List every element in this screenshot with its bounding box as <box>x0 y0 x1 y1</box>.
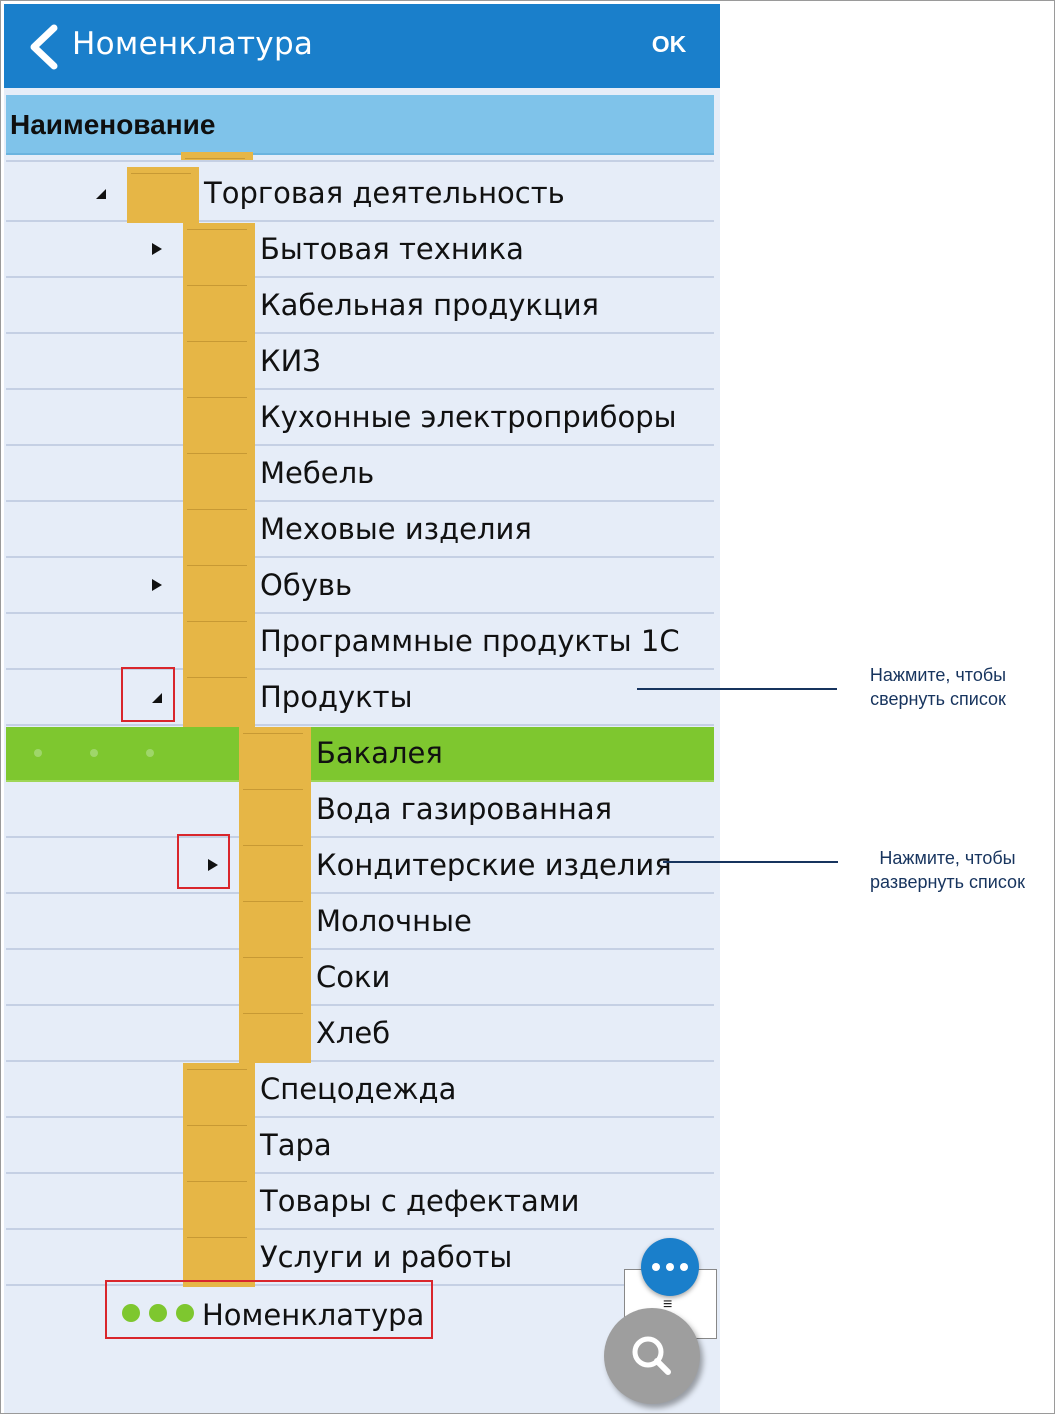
folder-icon <box>183 1175 255 1231</box>
tree-row[interactable]: Торговая деятельность <box>6 167 714 223</box>
expand-annotation: Нажмите, чтобы развернуть список <box>870 848 1025 892</box>
tree-row-label: Услуги и работы <box>260 1240 513 1274</box>
tree-row[interactable]: Кондитерские изделия <box>6 839 714 895</box>
tree-row-label: Программные продукты 1С <box>260 624 680 658</box>
tree-row[interactable]: Вода газированная <box>6 783 714 839</box>
tree-row-label: Спецодежда <box>260 1072 457 1106</box>
tree-row[interactable]: Обувь <box>6 559 714 615</box>
folder-icon <box>183 279 255 335</box>
folder-icon <box>183 223 255 279</box>
tree-row-label: Меховые изделия <box>260 512 532 546</box>
search-button[interactable] <box>604 1308 700 1404</box>
tree-row[interactable]: Молочные <box>6 895 714 951</box>
tree-row-label: Вода газированная <box>316 792 613 826</box>
folder-icon <box>181 152 253 160</box>
top-app-bar: Номенклатура OK <box>4 4 720 88</box>
collapse-triangle-icon[interactable] <box>94 187 108 203</box>
tree-row-label: Бакалея <box>316 736 443 770</box>
expand-triangle-icon[interactable] <box>150 241 164 257</box>
tree-row-label: Товары с дефектами <box>260 1184 580 1218</box>
tree-row[interactable]: Соки <box>6 951 714 1007</box>
expand-triangle-icon[interactable] <box>206 857 220 873</box>
folder-icon <box>127 167 199 223</box>
tree-row[interactable]: Меховые изделия <box>6 503 714 559</box>
tree-row-label: Тара <box>260 1128 332 1162</box>
folder-icon <box>183 559 255 615</box>
folder-icon <box>183 615 255 671</box>
tree-row-label: Хлеб <box>316 1016 391 1050</box>
folder-icon <box>183 1231 255 1287</box>
tree-row[interactable]: Бакалея <box>6 727 714 783</box>
tree-row[interactable]: Товары с дефектами <box>6 1175 714 1231</box>
tree-row[interactable]: КИЗ <box>6 335 714 391</box>
folder-icon <box>183 391 255 447</box>
tree-row-label: Обувь <box>260 568 353 602</box>
tree-row-label: Молочные <box>316 904 472 938</box>
tree-row[interactable]: Тара <box>6 1119 714 1175</box>
expand-annotation-line <box>663 861 838 863</box>
collapse-annotation: Нажмите, чтобы свернуть список <box>869 665 1007 709</box>
tree-row[interactable]: Бытовая техника <box>6 223 714 279</box>
folder-icon <box>239 839 311 895</box>
column-header-label: Наименование <box>10 109 216 140</box>
folder-icon <box>239 951 311 1007</box>
root-node-dots-icon <box>122 1304 200 1324</box>
tree-row-label: Мебель <box>260 456 375 490</box>
folder-icon <box>183 503 255 559</box>
folder-icon <box>239 727 311 783</box>
ok-button[interactable]: OK <box>651 31 687 57</box>
tree-row-label: Кухонные электроприборы <box>260 400 677 434</box>
folder-icon <box>183 335 255 391</box>
back-chevron-icon[interactable] <box>24 24 64 70</box>
column-header: Наименование <box>6 95 714 155</box>
root-node-label[interactable]: Номенклатура <box>202 1298 425 1332</box>
collapse-triangle-icon[interactable] <box>150 691 164 707</box>
tree-row-label: Торговая деятельность <box>204 176 565 210</box>
folder-icon <box>183 1119 255 1175</box>
collapse-annotation-line <box>637 688 837 690</box>
folder-icon <box>183 447 255 503</box>
tree-row-label: КИЗ <box>260 344 321 378</box>
folder-icon <box>183 1063 255 1119</box>
folder-icon <box>183 671 255 727</box>
tree-row-partial <box>6 152 714 162</box>
tree-row-label: Продукты <box>260 680 413 714</box>
tree-row-label: Кондитерские изделия <box>316 848 672 882</box>
tree-row-label: Соки <box>316 960 391 994</box>
folder-icon <box>239 783 311 839</box>
folder-icon <box>239 1007 311 1063</box>
folder-icon <box>239 895 311 951</box>
tree-row[interactable]: Спецодежда <box>6 1063 714 1119</box>
tree-row[interactable]: Кабельная продукция <box>6 279 714 335</box>
tree-row[interactable]: Услуги и работы <box>6 1231 714 1287</box>
tree-row[interactable]: Кухонные электроприборы <box>6 391 714 447</box>
tree-row[interactable]: Продукты <box>6 671 714 727</box>
menu-lines-icon: ≡ <box>663 1296 673 1313</box>
expand-triangle-icon[interactable] <box>150 577 164 593</box>
tree-row-label: Бытовая техника <box>260 232 524 266</box>
tree-row-label: Кабельная продукция <box>260 288 599 322</box>
tree-row[interactable]: Хлеб <box>6 1007 714 1063</box>
indent-dots-icon <box>34 749 164 759</box>
more-options-button[interactable] <box>641 1238 699 1296</box>
app-screen: Номенклатура OK Наименование Торговая де… <box>4 4 720 1414</box>
search-icon <box>632 1336 671 1375</box>
tree-row[interactable]: Программные продукты 1С <box>6 615 714 671</box>
page-title: Номенклатура <box>72 26 314 62</box>
tree-row[interactable]: Мебель <box>6 447 714 503</box>
